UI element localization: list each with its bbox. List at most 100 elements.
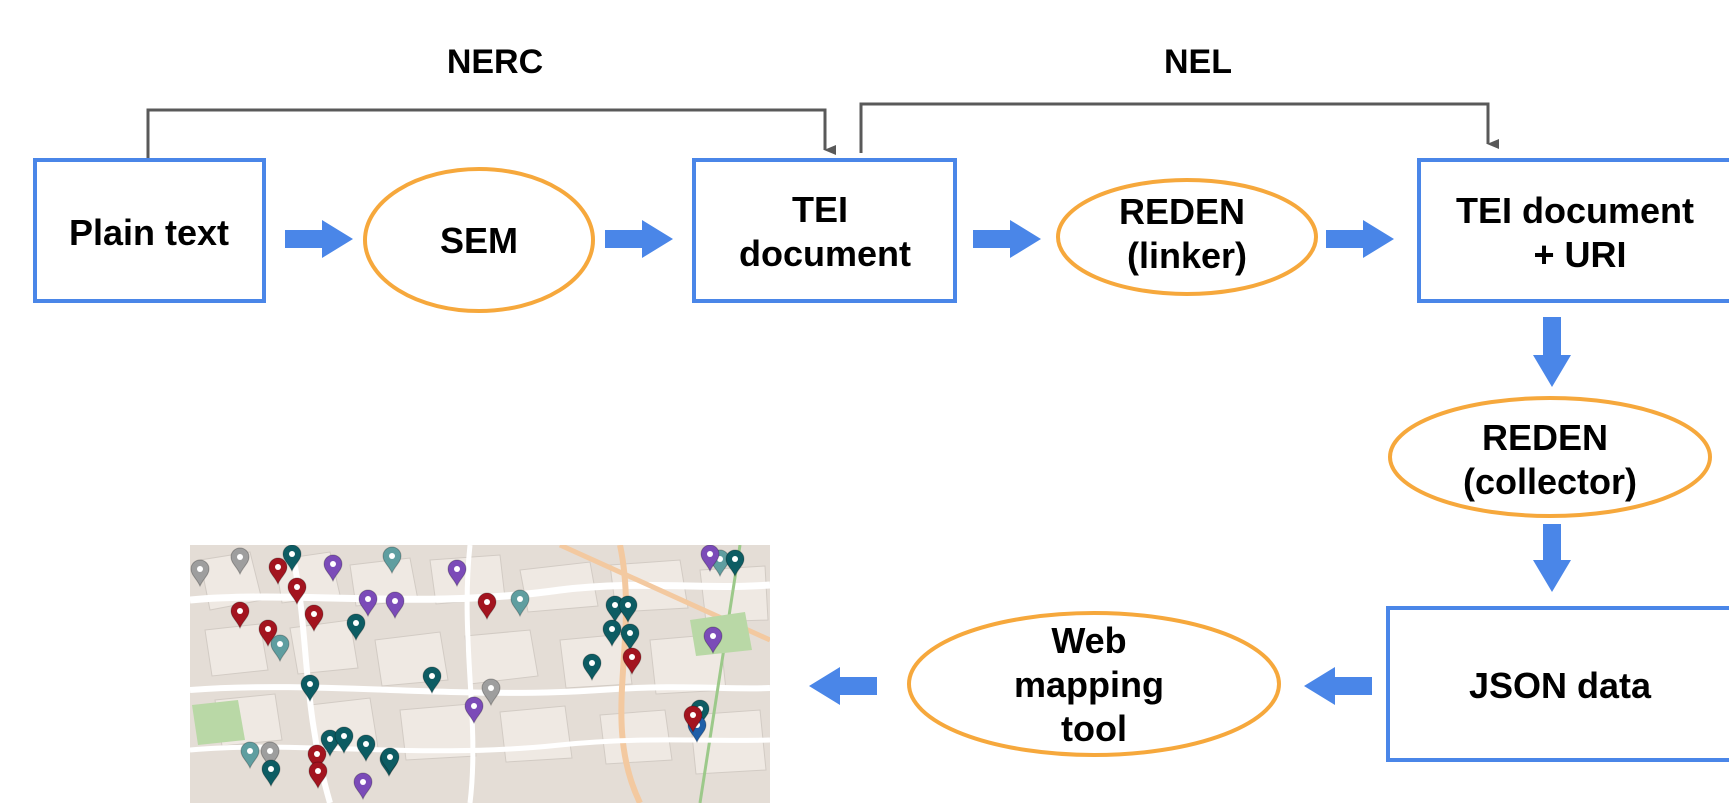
- map-marker-dot: [353, 620, 359, 626]
- map-marker-icon: [282, 545, 302, 573]
- map-marker-dot: [314, 751, 320, 757]
- map-marker-icon: [380, 747, 400, 776]
- map-marker-dot: [307, 681, 313, 687]
- map-marker-dot: [363, 741, 369, 747]
- tei-document-uri-node: TEI document + URI: [1417, 158, 1729, 303]
- map-marker-dot: [247, 748, 253, 754]
- tei-document-box: [692, 158, 957, 303]
- map-marker-dot: [389, 553, 395, 559]
- map-marker-icon: [464, 696, 484, 725]
- map-marker-dot: [275, 564, 281, 570]
- flow-arrow-tei-to-reden-linker: [973, 220, 1041, 258]
- map-marker-icon: [353, 772, 373, 801]
- map-marker-dot: [311, 611, 317, 617]
- map-marker-icon: [260, 741, 280, 770]
- map-marker-dot: [627, 630, 633, 636]
- map-marker-dot: [707, 551, 713, 557]
- map-marker-dot: [392, 598, 398, 604]
- map-marker-dot: [360, 779, 366, 785]
- map-marker-icon: [422, 666, 442, 695]
- map-marker-icon: [703, 626, 723, 655]
- flow-arrow-plain-text-to-sem: [285, 220, 353, 258]
- map-marker-dot: [517, 596, 523, 602]
- map-marker-dot: [717, 556, 723, 562]
- map-marker-dot: [267, 748, 273, 754]
- map-marker-dot: [237, 608, 243, 614]
- map-marker-icon: [323, 554, 343, 583]
- map-marker-icon: [382, 546, 402, 575]
- map-marker-dot: [488, 685, 494, 691]
- map-marker-icon: [334, 726, 354, 755]
- map-marker-icon: [477, 592, 497, 621]
- map-marker-dot: [237, 554, 243, 560]
- map-marker-dot: [429, 673, 435, 679]
- plain-text-label: Plain text: [69, 212, 229, 253]
- map-marker-icon: [230, 601, 250, 630]
- json-data-box: [1386, 606, 1729, 762]
- tei-document-uri-label: TEI document + URI: [1456, 190, 1704, 275]
- map-marker-icon: [481, 678, 501, 707]
- tei-document-label: TEI document: [739, 189, 911, 274]
- map-marker-icon: [287, 577, 307, 606]
- reden-linker-label: REDEN (linker): [1119, 191, 1255, 276]
- map-marker-dot: [330, 561, 336, 567]
- flow-arrow-reden-linker-to-tei-uri: [1326, 220, 1394, 258]
- tei-document-node: TEI document: [692, 158, 957, 303]
- map-marker-dot: [454, 566, 460, 572]
- json-data-label: JSON data: [1469, 665, 1652, 706]
- map-marker-icon: [385, 591, 405, 620]
- map-marker-icon: [620, 623, 640, 652]
- map-marker-icon: [268, 557, 288, 586]
- map-marker-icon: [618, 595, 638, 624]
- map-marker-dot: [471, 703, 477, 709]
- map-marker-dot: [197, 566, 203, 572]
- map-marker-icon: [240, 741, 260, 770]
- map-marker-dot: [265, 626, 271, 632]
- map-marker-dot: [315, 768, 321, 774]
- map-marker-icon: [308, 761, 328, 790]
- map-marker-icon: [304, 604, 324, 633]
- plain-text-box: [33, 158, 266, 303]
- reden-linker-ellipse: [1056, 178, 1318, 296]
- flow-arrow-reden-collector-to-json: [1533, 524, 1571, 592]
- map-marker-dot: [294, 584, 300, 590]
- nel-connector: [859, 102, 1499, 153]
- web-mapping-tool-ellipse: [907, 611, 1281, 757]
- sem-node: SEM: [363, 167, 595, 313]
- web-mapping-tool-label: Web mapping tool: [1014, 620, 1174, 749]
- map-marker-icon: [307, 744, 327, 773]
- sem-label: SEM: [440, 220, 518, 261]
- map-marker-icon: [356, 734, 376, 763]
- map-marker-dot: [387, 754, 393, 760]
- map-marker-icon: [346, 613, 366, 642]
- map-marker-dot: [277, 641, 283, 647]
- map-streets: [190, 545, 770, 803]
- map-marker-dot: [365, 596, 371, 602]
- map-marker-icon: [602, 619, 622, 648]
- map-marker-dot: [341, 733, 347, 739]
- map-marker-dot: [268, 766, 274, 772]
- map-marker-dot: [589, 660, 595, 666]
- web-mapping-tool-node: Web mapping tool: [907, 611, 1281, 757]
- map-marker-icon: [683, 705, 703, 734]
- map-marker-icon: [358, 589, 378, 618]
- flow-arrow-sem-to-tei: [605, 220, 673, 258]
- map-preview: [190, 545, 770, 803]
- map-marker-icon: [447, 559, 467, 588]
- map-markers: [190, 545, 745, 801]
- flow-arrow-json-to-web-mapping: [1304, 667, 1372, 705]
- map-marker-icon: [622, 647, 642, 676]
- tei-document-uri-box: [1417, 158, 1729, 303]
- map-marker-icon: [190, 559, 210, 588]
- map-marker-icon: [230, 547, 250, 576]
- nerc-stage-label: NERC: [447, 43, 543, 81]
- reden-linker-node: REDEN (linker): [1056, 178, 1318, 296]
- map-marker-dot: [609, 626, 615, 632]
- map-marker-icon: [510, 589, 530, 618]
- nel-stage-label: NEL: [1164, 43, 1232, 81]
- map-marker-dot: [710, 633, 716, 639]
- map-marker-icon: [700, 545, 720, 573]
- map-marker-icon: [270, 634, 290, 663]
- sem-ellipse: [363, 167, 595, 313]
